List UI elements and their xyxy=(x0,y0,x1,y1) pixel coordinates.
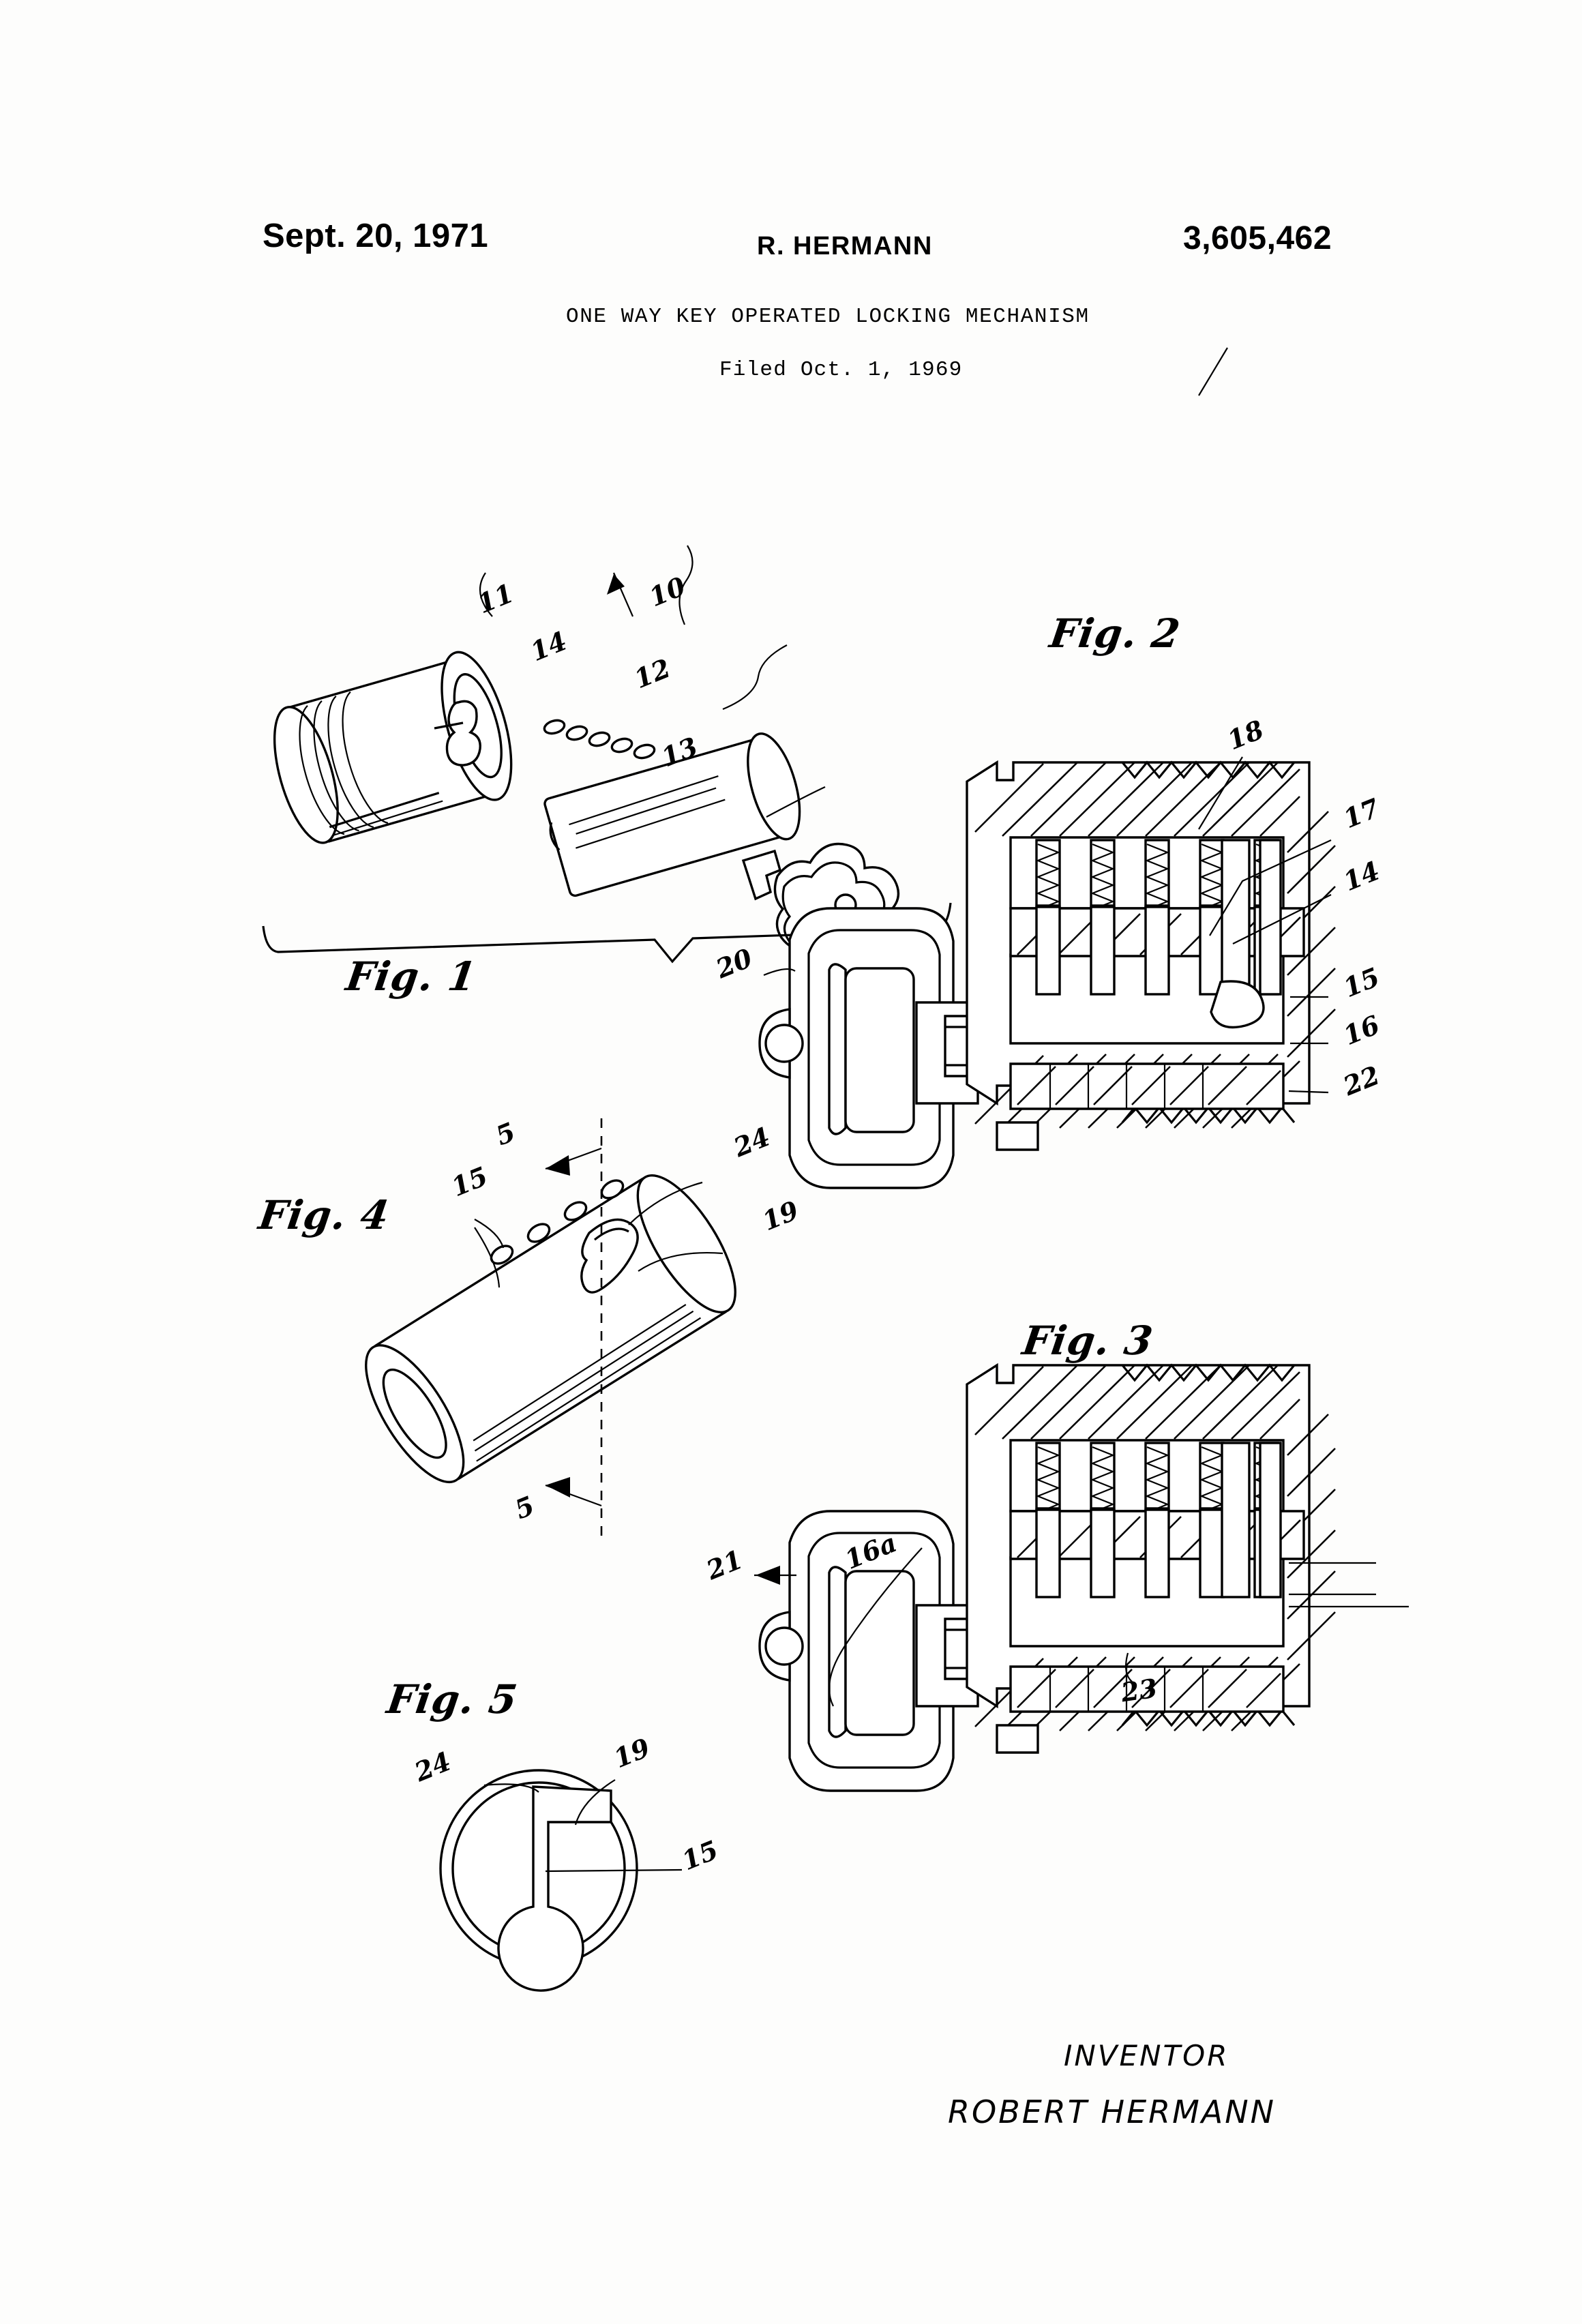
issue-date: Sept. 20, 1971 xyxy=(263,218,489,254)
invention-title: ONE WAY KEY OPERATED LOCKING MECHANISM xyxy=(566,305,1090,329)
figure-5-leaders xyxy=(483,1779,683,1873)
figure-4-leaders xyxy=(474,1181,723,1288)
figure-1-bracket xyxy=(262,902,952,964)
figure-2-leaders xyxy=(763,756,1332,1094)
pin-stacks xyxy=(1035,839,1282,996)
figure-3-right-leaders xyxy=(1289,1562,1409,1608)
inventor-label: INVENTOR xyxy=(1064,2039,1229,2072)
pin-tumbler-holes-14 xyxy=(543,719,656,760)
inventor-name: R. HERMANN xyxy=(757,232,933,260)
cylinder-shell-section-fig3 xyxy=(966,1362,1336,1754)
figure-1-leaders xyxy=(479,545,826,818)
figure-5-caption: Fig. 5 xyxy=(384,1676,521,1723)
cylinder-plug-19 xyxy=(365,1174,736,1484)
cylinder-housing-11 xyxy=(273,651,513,844)
plug-pin-holes-15 xyxy=(490,1179,625,1265)
pin-stacks-fig3 xyxy=(1035,1442,1282,1598)
keyway-profile xyxy=(497,1785,612,1992)
cylinder-shell-section xyxy=(966,760,1336,1151)
inventor-signature: ROBERT HERMANN xyxy=(948,2094,1277,2130)
filing-date: Filed Oct. 1, 1969 xyxy=(719,358,963,382)
cylinder-plug-12 xyxy=(543,719,801,897)
patent-number: 3,605,462 xyxy=(1183,220,1332,256)
